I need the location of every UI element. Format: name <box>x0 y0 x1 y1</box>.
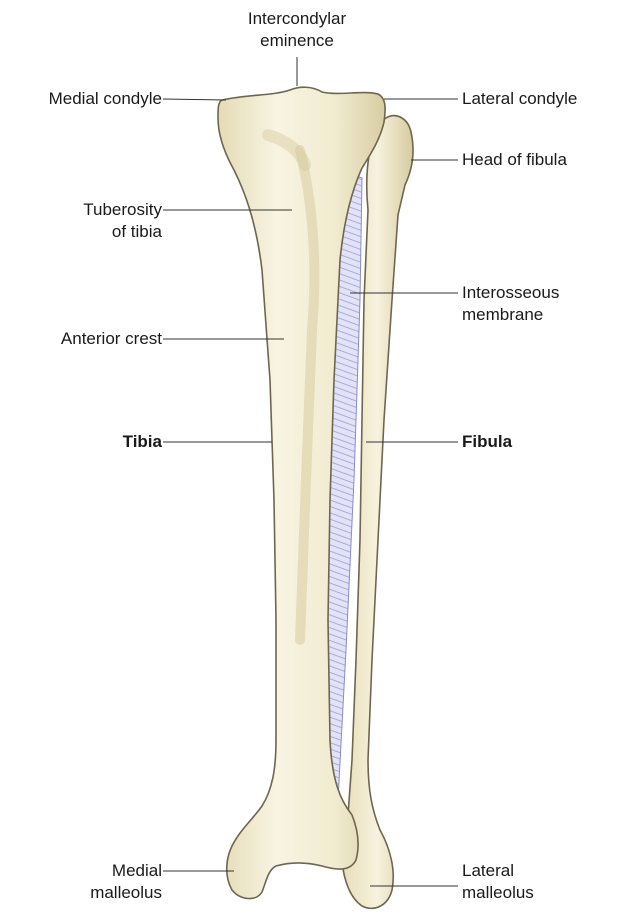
label-intercondylar-eminence-line1: Intercondylar <box>217 8 377 30</box>
label-medial-condyle: Medial condyle <box>0 88 162 110</box>
label-fibula: Fibula <box>462 431 512 453</box>
label-medial-malleolus: Medial malleolus <box>0 860 162 904</box>
label-intercondylar-eminence: Intercondylar eminence <box>217 8 377 52</box>
label-interosseous-line1: Interosseous <box>462 282 559 304</box>
label-lateral-malleolus-line2: malleolus <box>462 882 534 904</box>
label-tuberosity-line2: of tibia <box>0 221 162 243</box>
label-head-of-fibula: Head of fibula <box>462 149 567 171</box>
label-interosseous-line2: membrane <box>462 304 559 326</box>
label-lateral-malleolus: Lateral malleolus <box>462 860 534 904</box>
label-medial-malleolus-line1: Medial <box>0 860 162 882</box>
label-intercondylar-eminence-line2: eminence <box>217 30 377 52</box>
label-tuberosity-line1: Tuberosity <box>0 199 162 221</box>
label-interosseous-membrane: Interosseous membrane <box>462 282 559 326</box>
label-tibia: Tibia <box>0 431 162 453</box>
label-lateral-malleolus-line1: Lateral <box>462 860 534 882</box>
label-lateral-condyle: Lateral condyle <box>462 88 577 110</box>
label-medial-malleolus-line2: malleolus <box>0 882 162 904</box>
label-tuberosity-of-tibia: Tuberosity of tibia <box>0 199 162 243</box>
label-anterior-crest: Anterior crest <box>0 328 162 350</box>
